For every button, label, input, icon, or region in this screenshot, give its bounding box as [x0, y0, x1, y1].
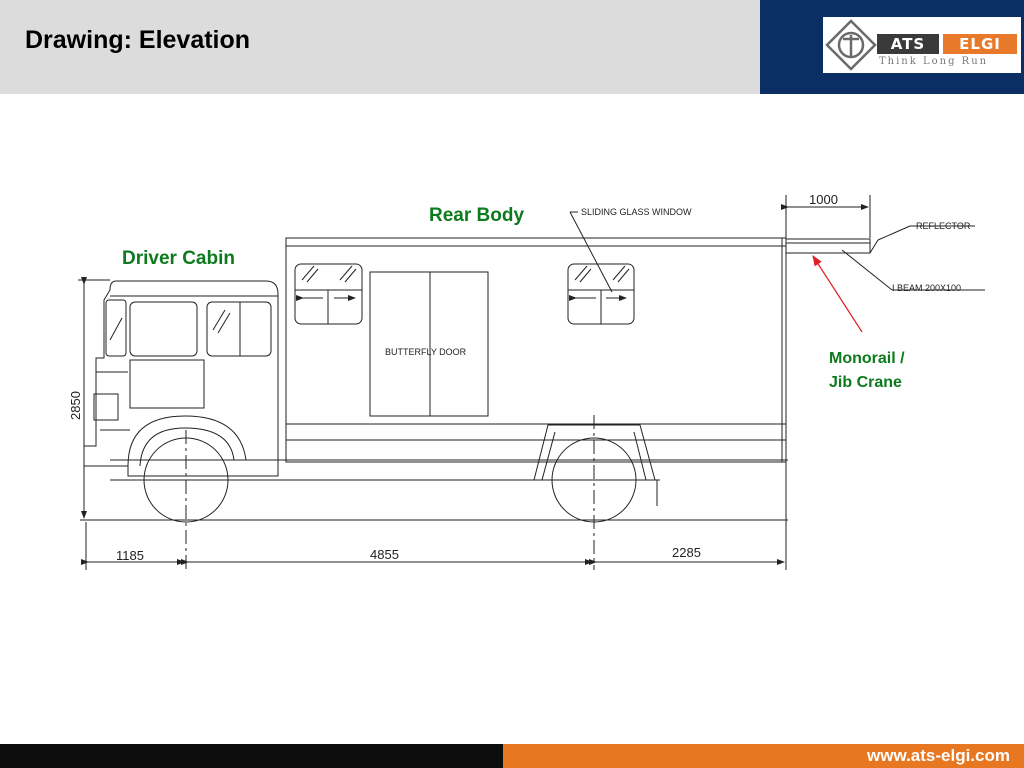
rear-body-label: Rear Body: [429, 205, 525, 226]
dim-text-4855: 4855: [370, 547, 399, 562]
footer-accent: [503, 744, 1024, 768]
logo-tagline: Think Long Run: [879, 56, 989, 67]
monorail-label: Monorail /: [829, 350, 905, 367]
dim-text-2850: 2850: [68, 391, 83, 420]
logo-ats-text: ATS: [877, 34, 939, 54]
front-wheel-arch: [127, 415, 247, 467]
butterfly-door-note: BUTTERFLY DOOR: [385, 347, 467, 357]
dim-text-2285: 2285: [672, 545, 701, 560]
driver-cabin-label: Driver Cabin: [122, 248, 235, 269]
driver-cabin-outline: [83, 280, 279, 477]
butterfly-door: [369, 271, 489, 417]
cabin-side-glass: [105, 299, 127, 357]
header-bar: Drawing: Elevation: [0, 0, 760, 94]
logo-elgi-text: ELGI: [943, 34, 1017, 54]
i-beam: [785, 238, 871, 254]
jib-crane-label: Jib Crane: [829, 374, 902, 391]
cabin-door-panel: [129, 359, 205, 409]
i-beam-note: I BEAM 200X100: [892, 283, 961, 293]
dim-text-1000: 1000: [809, 192, 838, 207]
dim-text-1185: 1185: [116, 548, 144, 563]
headlight: [93, 393, 119, 421]
sliding-window-note: SLIDING GLASS WINDOW: [581, 207, 692, 217]
monorail-leader-arrow: [812, 254, 863, 333]
page-title: Drawing: Elevation: [25, 26, 251, 54]
logo-wordmark: ATS ELGI: [877, 34, 1017, 54]
reflector-note: REFLECTOR: [916, 221, 971, 231]
cabin-windshield: [129, 301, 198, 357]
rear-body-box: [285, 237, 787, 463]
cabin-door-window: [206, 301, 272, 357]
footer-url-link[interactable]: www.ats-elgi.com: [867, 746, 1010, 765]
logo-emblem-icon: [825, 19, 877, 71]
